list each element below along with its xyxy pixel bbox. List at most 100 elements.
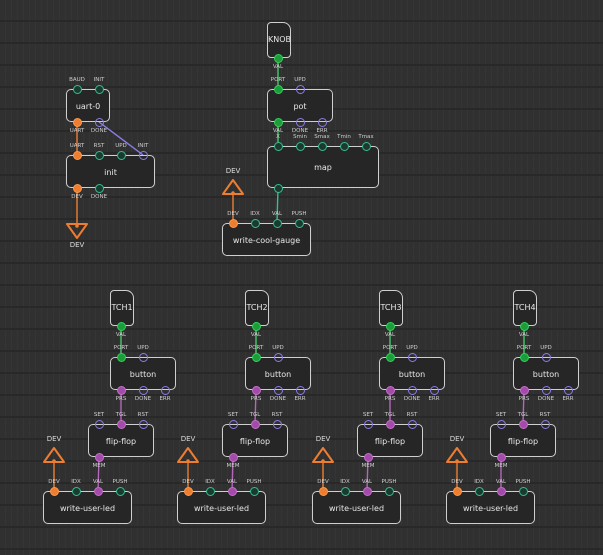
pin-prs[interactable] [116, 385, 126, 395]
pin-mem[interactable] [496, 452, 506, 462]
pin-rst[interactable] [94, 150, 104, 160]
dev-triangle-icon[interactable] [65, 222, 89, 240]
pin-set[interactable] [496, 419, 506, 429]
pin-tmin[interactable] [339, 141, 349, 151]
pin-val[interactable] [519, 321, 529, 331]
node-tch2[interactable]: TCH2 [245, 290, 269, 326]
pin-rst[interactable] [272, 419, 282, 429]
pin-tgl[interactable] [518, 419, 528, 429]
pin-val[interactable] [251, 321, 261, 331]
pin-set[interactable] [228, 419, 238, 429]
pin-mem[interactable] [94, 452, 104, 462]
pin-val[interactable] [227, 486, 237, 496]
dev-triangle-icon[interactable] [445, 446, 469, 464]
pin-mem[interactable] [363, 452, 373, 462]
node-b2[interactable]: button [245, 357, 311, 390]
pin-port[interactable] [116, 352, 126, 362]
node-tch4[interactable]: TCH4 [513, 290, 537, 326]
pin-x[interactable] [273, 141, 283, 151]
pin-done[interactable] [541, 385, 551, 395]
node-f1[interactable]: flip-flop [88, 424, 154, 457]
pin-prs[interactable] [519, 385, 529, 395]
link[interactable] [231, 456, 234, 492]
pin-upd[interactable] [116, 150, 126, 160]
node-pot[interactable]: pot [267, 89, 333, 122]
pin-port[interactable] [251, 352, 261, 362]
pin-upd[interactable] [541, 352, 551, 362]
pin-err[interactable] [317, 117, 327, 127]
dev-triangle-icon[interactable] [311, 446, 335, 464]
pin-tgl[interactable] [385, 419, 395, 429]
pin-init[interactable] [94, 84, 104, 94]
node-map[interactable]: map [267, 146, 379, 188]
pin-idx[interactable] [205, 486, 215, 496]
node-f2[interactable]: flip-flop [222, 424, 288, 457]
pin-err[interactable] [160, 385, 170, 395]
pin-prs[interactable] [251, 385, 261, 395]
pin-dev[interactable] [72, 183, 82, 193]
pin-done[interactable] [273, 385, 283, 395]
pin-rst[interactable] [540, 419, 550, 429]
pin-val[interactable] [273, 117, 283, 127]
link[interactable] [98, 121, 144, 156]
node-w3[interactable]: write-user-led [312, 491, 401, 524]
pin-val[interactable] [272, 218, 282, 228]
node-tch3[interactable]: TCH3 [379, 290, 403, 326]
pin-dev[interactable] [49, 486, 59, 496]
pin-smin[interactable] [295, 141, 305, 151]
pin-err[interactable] [295, 385, 305, 395]
pin-idx[interactable] [71, 486, 81, 496]
link[interactable] [254, 389, 257, 425]
node-init[interactable]: init [66, 155, 155, 188]
node-f4[interactable]: flip-flop [490, 424, 556, 457]
pin-push[interactable] [115, 486, 125, 496]
pin-val[interactable] [93, 486, 103, 496]
pin-port[interactable] [273, 84, 283, 94]
pin-dev[interactable] [228, 218, 238, 228]
pin-uart[interactable] [72, 150, 82, 160]
pin-push[interactable] [518, 486, 528, 496]
pin-tgl[interactable] [116, 419, 126, 429]
pin-uart[interactable] [72, 117, 82, 127]
pin-upd[interactable] [138, 352, 148, 362]
pin-rst[interactable] [138, 419, 148, 429]
pin-smax[interactable] [317, 141, 327, 151]
pin-push[interactable] [384, 486, 394, 496]
pin-idx[interactable] [250, 218, 260, 228]
pin-set[interactable] [94, 419, 104, 429]
node-wcg[interactable]: write-cool-gauge [222, 223, 311, 256]
pin-done[interactable] [94, 183, 104, 193]
pin-err[interactable] [429, 385, 439, 395]
dev-triangle-icon[interactable] [42, 446, 66, 464]
pin-port[interactable] [385, 352, 395, 362]
pin-done[interactable] [94, 117, 104, 127]
pin-push[interactable] [249, 486, 259, 496]
pin-done[interactable] [407, 385, 417, 395]
pin-upd[interactable] [407, 352, 417, 362]
dev-triangle-icon[interactable] [221, 178, 245, 196]
pin-rst[interactable] [407, 419, 417, 429]
pin-push[interactable] [294, 218, 304, 228]
pin-dev[interactable] [183, 486, 193, 496]
node-knob[interactable]: KNOB [267, 22, 291, 58]
pin-val[interactable] [273, 53, 283, 63]
node-w2[interactable]: write-user-led [177, 491, 266, 524]
pin-idx[interactable] [340, 486, 350, 496]
pin-out[interactable] [273, 183, 283, 193]
pin-val[interactable] [385, 321, 395, 331]
pin-init[interactable] [138, 150, 148, 160]
pin-dev[interactable] [452, 486, 462, 496]
pin-done[interactable] [295, 117, 305, 127]
pin-mem[interactable] [228, 452, 238, 462]
link[interactable] [366, 456, 369, 492]
pin-tmax[interactable] [361, 141, 371, 151]
pin-err[interactable] [563, 385, 573, 395]
dev-triangle-icon[interactable] [176, 446, 200, 464]
node-uart[interactable]: uart-0 [66, 89, 110, 122]
link[interactable] [97, 456, 100, 492]
pin-baud[interactable] [72, 84, 82, 94]
pin-tgl[interactable] [250, 419, 260, 429]
pin-val[interactable] [496, 486, 506, 496]
pin-set[interactable] [363, 419, 373, 429]
node-f3[interactable]: flip-flop [357, 424, 423, 457]
